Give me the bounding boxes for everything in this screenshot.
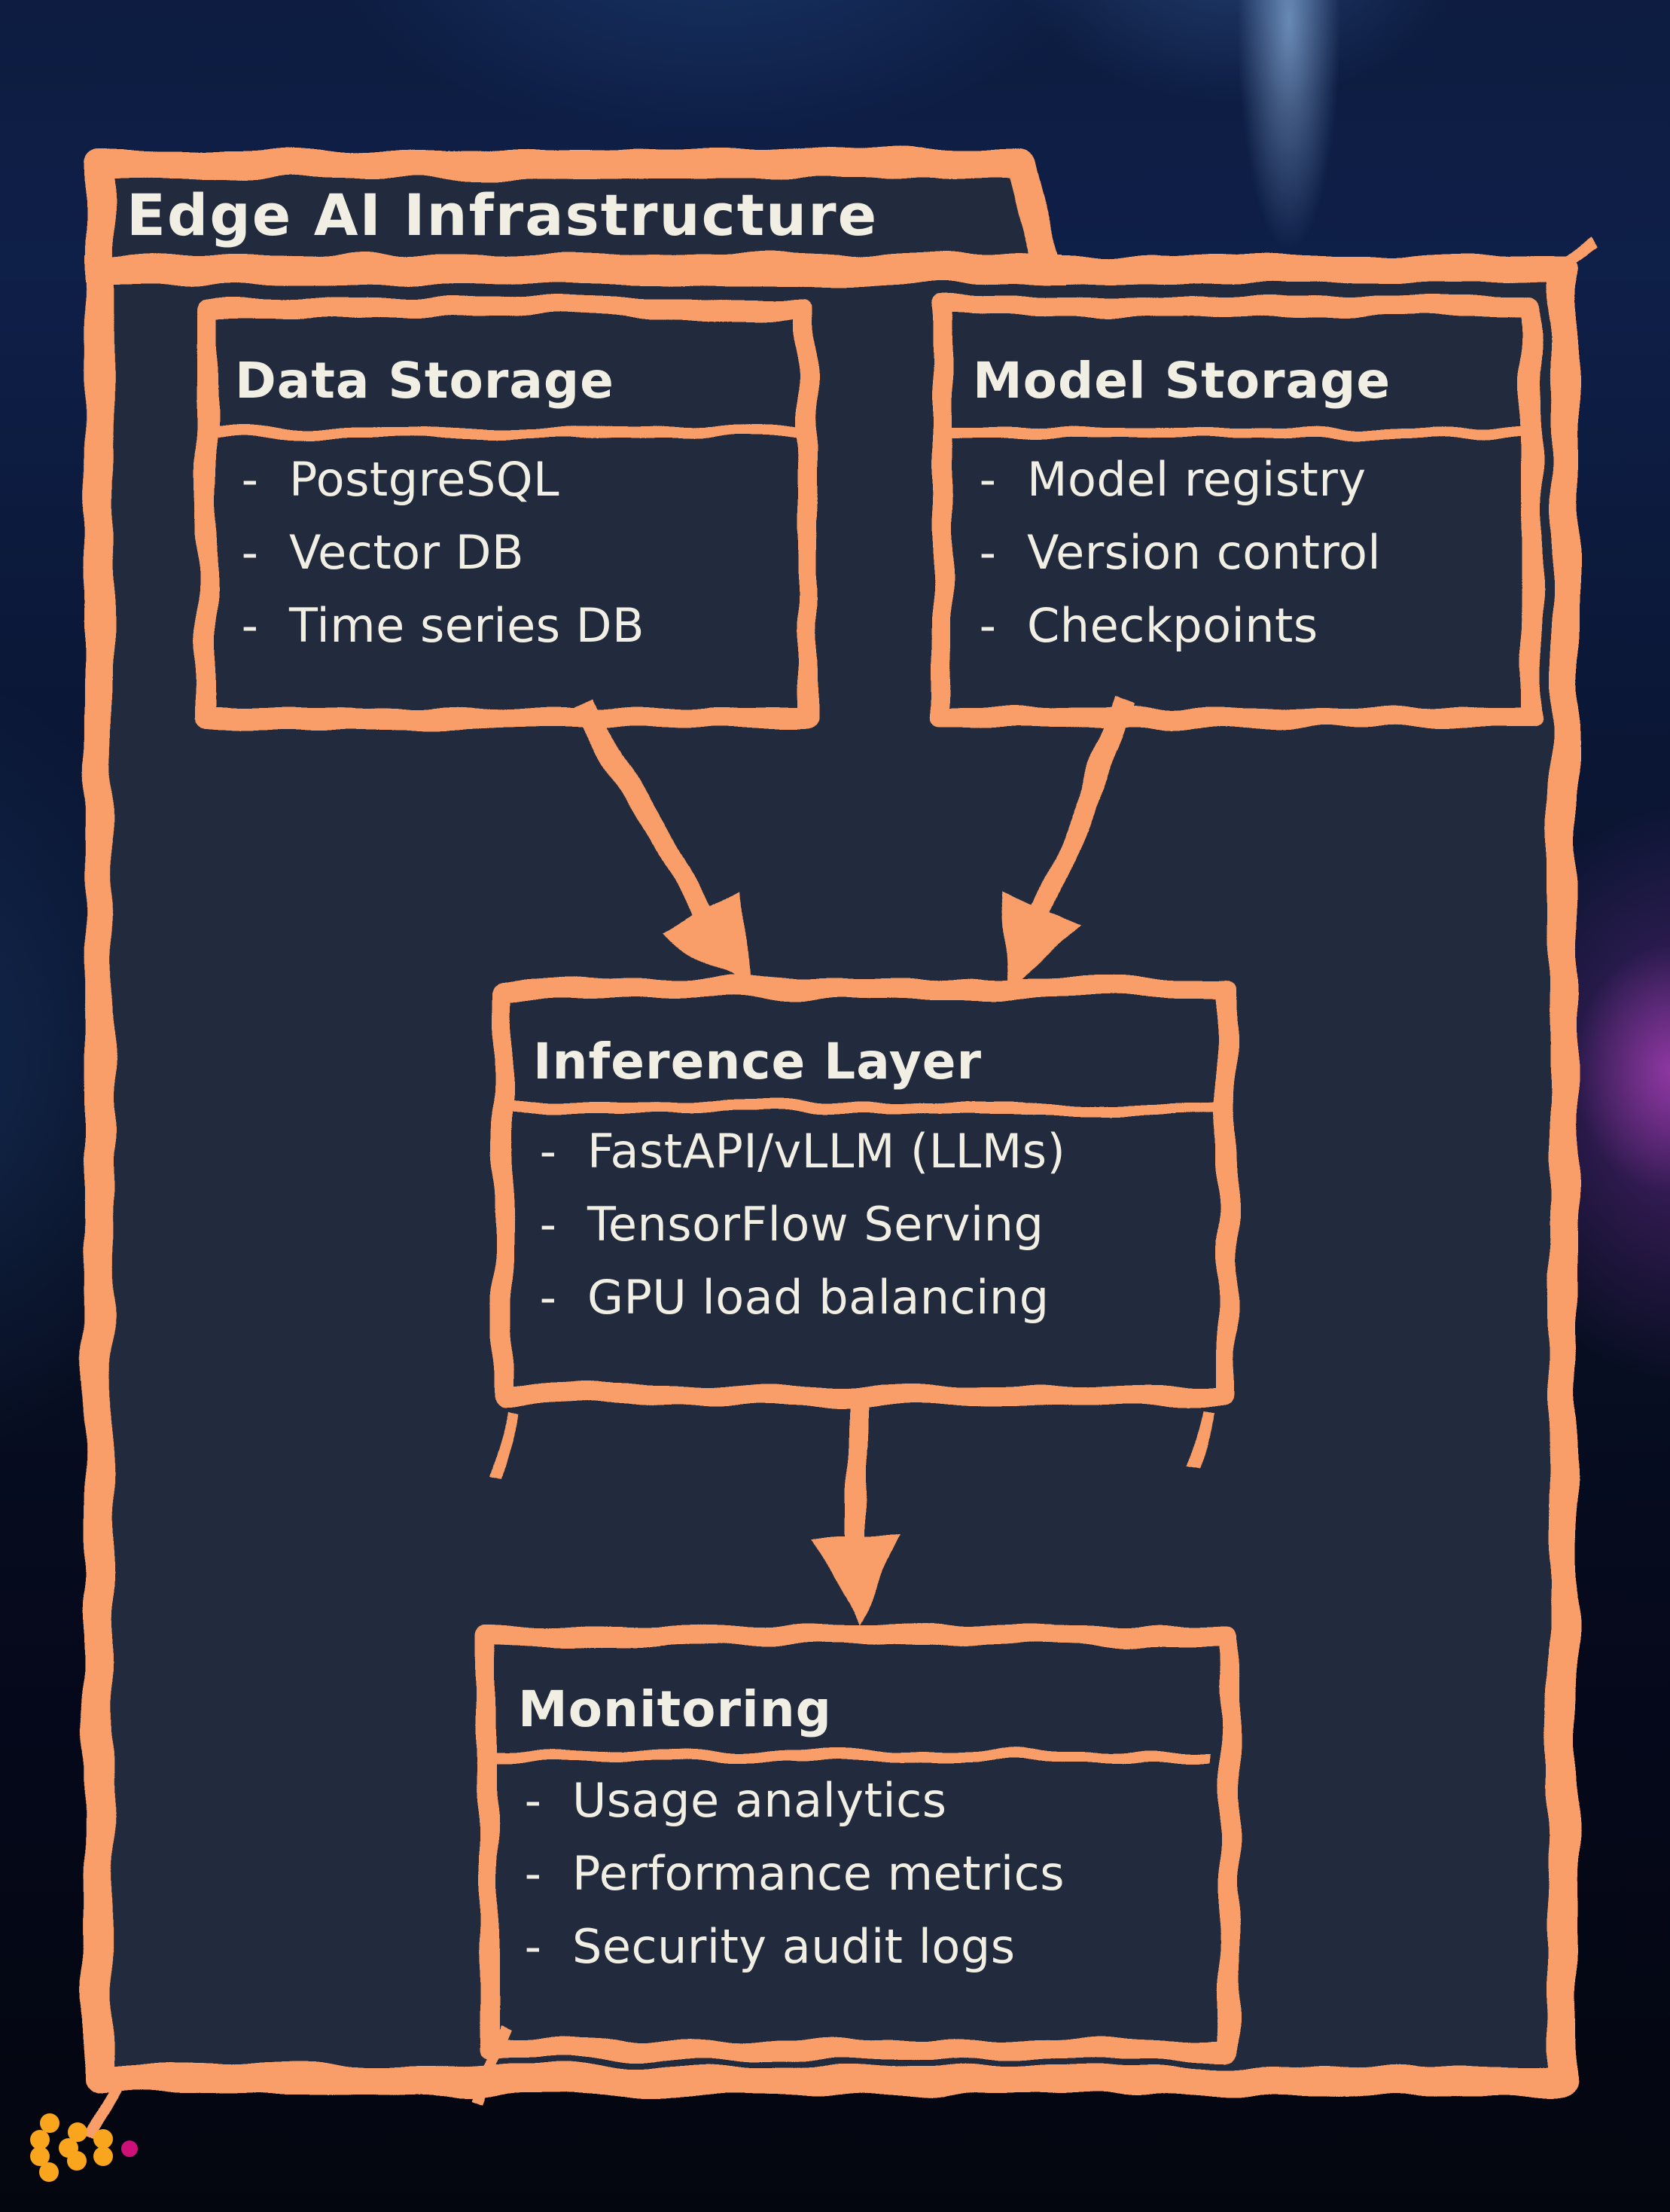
item-label: GPU load balancing <box>587 1270 1050 1325</box>
bullet-dash: - <box>979 452 997 507</box>
inference-layer-box-border <box>493 978 1237 1405</box>
item-label: Model registry <box>1027 452 1367 507</box>
arrow-model-to-inference <box>1001 697 1138 992</box>
bullet-dash: - <box>524 1846 542 1901</box>
sketch-tick <box>84 2085 121 2140</box>
item-label: PostgreSQL <box>289 452 560 507</box>
box-item-list: -PostgreSQL -Vector DB -Time series DB <box>205 443 807 662</box>
page-title: Edge AI Infrastructure <box>126 182 879 249</box>
item-label: Usage analytics <box>572 1773 947 1828</box>
box-model-storage: Model Storage -Model registry -Version c… <box>943 307 1530 718</box>
bullet-dash: - <box>539 1197 557 1252</box>
bullet-dash: - <box>241 598 259 653</box>
list-item: -TensorFlow Serving <box>529 1188 1227 1261</box>
list-item: -Security audit logs <box>513 1910 1230 1983</box>
list-item: -PostgreSQL <box>230 443 807 516</box>
bullet-dash: - <box>524 1919 542 1974</box>
sketch-tick <box>1190 1408 1215 1467</box>
sketch-tick <box>471 2025 511 2102</box>
item-label: TensorFlow Serving <box>587 1197 1044 1252</box>
box-title: Monitoring <box>518 1680 832 1738</box>
item-label: Vector DB <box>289 525 525 580</box>
logo-dots-icon <box>30 2113 138 2182</box>
list-item: -GPU load balancing <box>529 1261 1227 1334</box>
box-item-list: -Model registry -Version control -Checkp… <box>943 443 1530 662</box>
box-inference-layer: Inference Layer -FastAPI/vLLM (LLMs) -Te… <box>503 988 1227 1395</box>
bullet-dash: - <box>524 1773 542 1828</box>
list-item: -Checkpoints <box>968 589 1530 662</box>
model-storage-box-border <box>933 297 1540 728</box>
bullet-dash: - <box>241 452 259 507</box>
box-title: Data Storage <box>235 352 614 410</box>
item-label: Version control <box>1027 525 1382 580</box>
data-storage-box-border <box>195 297 817 728</box>
box-data-storage: Data Storage -PostgreSQL -Vector DB -Tim… <box>205 307 807 718</box>
list-item: -Version control <box>968 516 1530 589</box>
box-item-list: -Usage analytics -Performance metrics -S… <box>488 1764 1230 1983</box>
item-label: Time series DB <box>289 598 645 653</box>
list-item: -Performance metrics <box>513 1837 1230 1910</box>
list-item: -FastAPI/vLLM (LLMs) <box>529 1115 1227 1188</box>
box-monitoring: Monitoring -Usage analytics -Performance… <box>488 1636 1230 2050</box>
box-item-list: -FastAPI/vLLM (LLMs) -TensorFlow Serving… <box>503 1115 1227 1334</box>
list-item: -Model registry <box>968 443 1530 516</box>
bullet-dash: - <box>979 525 997 580</box>
item-label: Checkpoints <box>1027 598 1318 653</box>
list-item: -Vector DB <box>230 516 807 589</box>
box-title: Model Storage <box>973 352 1391 410</box>
sketch-tick <box>1554 236 1596 273</box>
item-label: FastAPI/vLLM (LLMs) <box>587 1124 1066 1179</box>
list-item: -Usage analytics <box>513 1764 1230 1837</box>
list-item: -Time series DB <box>230 589 807 662</box>
bullet-dash: - <box>539 1124 557 1179</box>
sketch-tick <box>486 1408 517 1475</box>
bullet-dash: - <box>241 525 259 580</box>
bullet-dash: - <box>979 598 997 653</box>
item-label: Security audit logs <box>572 1919 1016 1974</box>
item-label: Performance metrics <box>572 1846 1065 1901</box>
monitoring-box-border <box>478 1626 1239 2060</box>
box-title: Inference Layer <box>533 1033 983 1091</box>
bullet-dash: - <box>539 1270 557 1325</box>
arrow-data-to-inference <box>571 697 748 990</box>
